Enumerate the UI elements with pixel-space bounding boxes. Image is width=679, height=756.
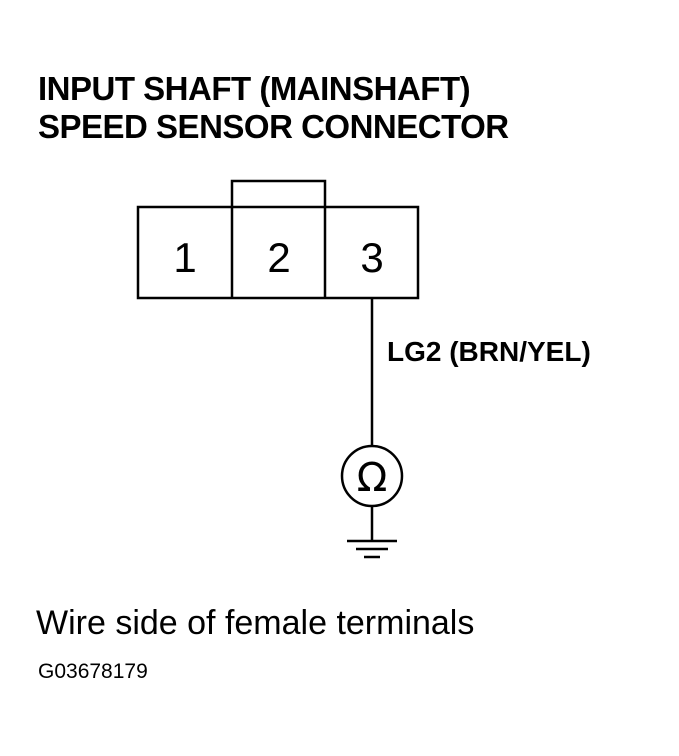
diagram-title: INPUT SHAFT (MAINSHAFT) SPEED SENSOR CON… [38, 70, 509, 146]
diagram-caption: Wire side of female terminals [36, 604, 475, 642]
wire-label: LG2 (BRN/YEL) [387, 336, 591, 367]
terminal-3-label: 3 [360, 234, 383, 281]
title-line-2: SPEED SENSOR CONNECTOR [38, 108, 509, 145]
ohm-symbol: Ω [357, 455, 388, 501]
terminal-2-label: 2 [267, 234, 290, 281]
ground-icon [347, 539, 397, 559]
terminal-1-label: 1 [173, 234, 196, 281]
title-line-1: INPUT SHAFT (MAINSHAFT) [38, 70, 471, 107]
connector-housing [136, 179, 420, 300]
connector-lock-tab [230, 179, 327, 207]
connector-outline [136, 205, 420, 300]
figure-code: G03678179 [38, 660, 148, 683]
